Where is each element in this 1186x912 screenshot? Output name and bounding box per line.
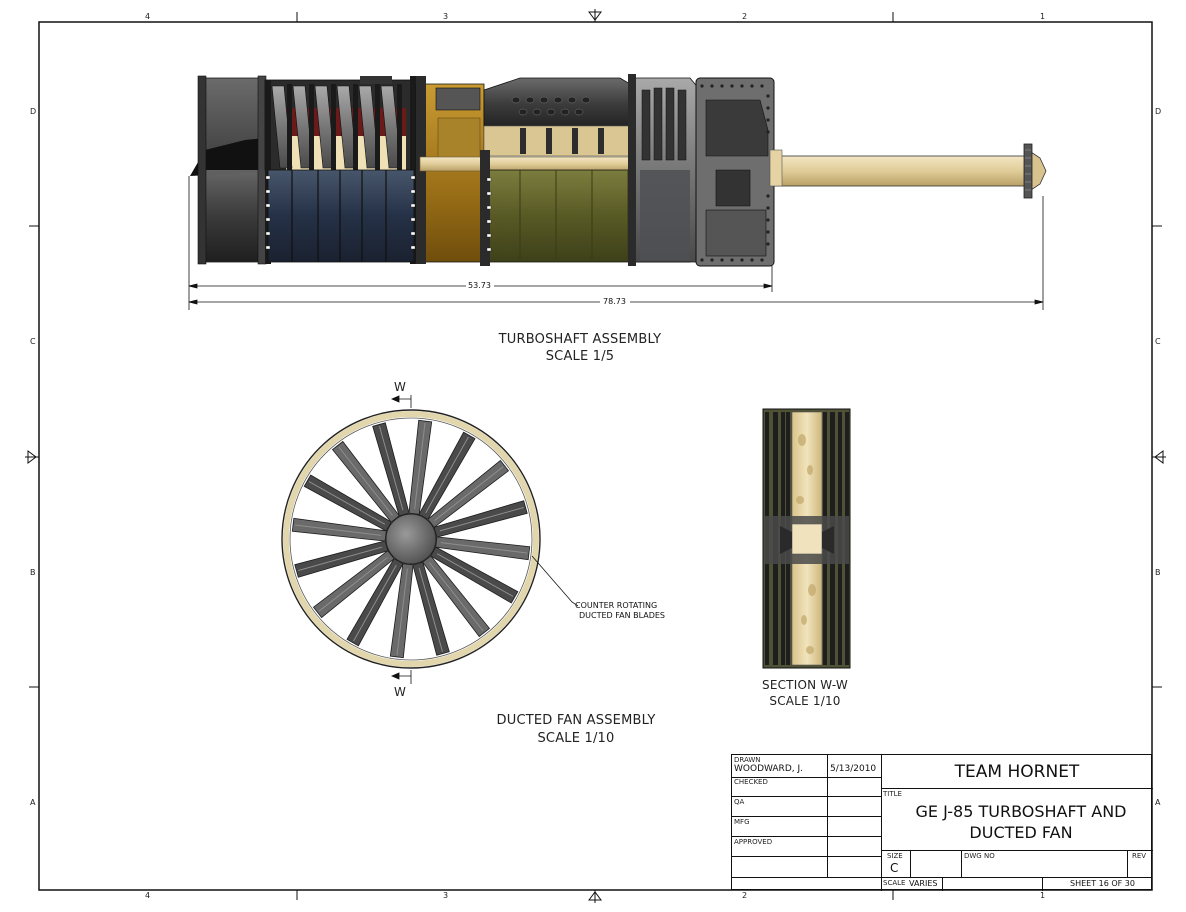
- fan-blade: [408, 419, 433, 515]
- fan-blade-edge: [434, 466, 504, 521]
- fan-hub: [385, 513, 437, 565]
- tb-mfg-label: MFG: [734, 818, 750, 826]
- tb-qa-label: QA: [734, 798, 745, 806]
- fan-blade: [294, 540, 389, 578]
- tb-title-line1: GE J-85 TURBOSHAFT AND: [915, 802, 1127, 821]
- tb-title-line2: DUCTED FAN: [969, 823, 1073, 842]
- ducted-fan-assembly: [281, 395, 579, 684]
- tb-scale-value: VARIES: [909, 879, 938, 888]
- zone-row-d-left: D: [30, 107, 37, 116]
- tb-rev-label: REV: [1132, 852, 1147, 860]
- fan-blade: [372, 422, 410, 517]
- tb-size-value: C: [890, 861, 899, 875]
- fan-blade-edge: [425, 436, 469, 514]
- tb-drawn-date: 5/13/2010: [830, 764, 877, 774]
- section-line: [390, 395, 412, 684]
- tb-approved-label: APPROVED: [734, 838, 773, 846]
- zone-row-b-right: B: [1155, 568, 1161, 577]
- zone-col-4-top: 4: [145, 12, 151, 21]
- section-marker-bottom: W: [393, 685, 407, 699]
- section-marker-top: W: [393, 380, 407, 394]
- centering-marks: [25, 9, 1166, 903]
- zone-col-3-top: 3: [443, 12, 449, 21]
- fan-blade-edge: [353, 564, 397, 642]
- turboshaft-view-scale: SCALE 1/5: [545, 349, 615, 364]
- dimension-inner: 53.73: [468, 281, 491, 290]
- tb-title-label: TITLE: [883, 790, 902, 798]
- tb-scale-label: SCALE: [883, 879, 906, 887]
- tb-size-label: SIZE: [887, 852, 903, 860]
- tb-checked-label: CHECKED: [734, 778, 768, 786]
- fan-blade: [291, 517, 387, 542]
- turboshaft-assembly: [188, 74, 1047, 310]
- fan-blade-edge: [396, 568, 408, 656]
- coupling-flange: [1023, 143, 1033, 199]
- section-w-w-view: [762, 408, 851, 669]
- fan-blades: [291, 419, 531, 659]
- title-block: DRAWN WOODWARD, J. 5/13/2010 CHECKED QA …: [731, 754, 1153, 891]
- zone-col-1-bottom: 1: [1040, 891, 1046, 900]
- fan-blade-edge: [439, 507, 524, 532]
- tb-drawn-label: DRAWN: [734, 756, 761, 764]
- fan-blade-edge: [418, 567, 443, 652]
- section-view-scale: SCALE 1/10: [769, 694, 841, 708]
- fan-blade-edge: [298, 546, 383, 571]
- zone-row-c-right: C: [1155, 337, 1161, 346]
- combustor-upper: [483, 77, 641, 131]
- tb-sheet: SHEET 16 OF 30: [1070, 879, 1135, 888]
- fan-blades-callout-line1: COUNTER ROTATING: [575, 601, 658, 610]
- tb-dwg-label: DWG NO: [964, 852, 995, 860]
- fan-blades-callout-line2: DUCTED FAN BLADES: [579, 611, 666, 620]
- fan-blade-edge: [294, 524, 382, 536]
- dimension-lines: [188, 176, 1044, 310]
- fan-blade-edge: [414, 422, 426, 510]
- fan-blade-edge: [379, 426, 404, 511]
- turbine-blades: [641, 87, 687, 161]
- callout-leader: [531, 555, 579, 607]
- zone-col-1-top: 1: [1040, 12, 1046, 21]
- fan-blade: [389, 563, 414, 659]
- compressor-casing: [267, 169, 415, 263]
- fan-blade-edge: [436, 553, 514, 597]
- zone-col-2-bottom: 2: [742, 891, 748, 900]
- fan-blade-edge: [429, 562, 484, 632]
- zone-row-c-left: C: [30, 337, 36, 346]
- fan-blade-edge: [338, 446, 393, 516]
- fan-duct-ring: [283, 411, 539, 667]
- fan-blade: [433, 500, 528, 538]
- section-view-title: SECTION W-W: [762, 678, 848, 692]
- fan-blade-edge: [318, 557, 388, 612]
- fan-view-title: DUCTED FAN ASSEMBLY: [496, 713, 656, 728]
- inlet-nose: [190, 138, 265, 176]
- fan-blade-edge: [308, 481, 386, 525]
- zone-row-d-right: D: [1155, 107, 1162, 116]
- zone-row-a-left: A: [30, 798, 36, 807]
- fan-blade: [435, 536, 531, 561]
- fan-blade-edge: [440, 542, 528, 554]
- dimension-overall: 78.73: [603, 297, 626, 306]
- fan-view-scale: SCALE 1/10: [537, 731, 615, 746]
- zone-col-4-bottom: 4: [145, 891, 151, 900]
- zone-col-2-top: 2: [742, 12, 748, 21]
- fan-blade: [412, 561, 450, 656]
- tb-company: TEAM HORNET: [954, 762, 1080, 782]
- output-shaft: [769, 155, 1029, 187]
- diffuser-casing: [415, 83, 485, 263]
- zone-row-b-left: B: [30, 568, 36, 577]
- zone-row-a-right: A: [1155, 798, 1161, 807]
- zone-col-3-bottom: 3: [443, 891, 449, 900]
- tb-drawn-name: WOODWARD, J.: [734, 764, 803, 774]
- turboshaft-view-title: TURBOSHAFT ASSEMBLY: [498, 332, 662, 347]
